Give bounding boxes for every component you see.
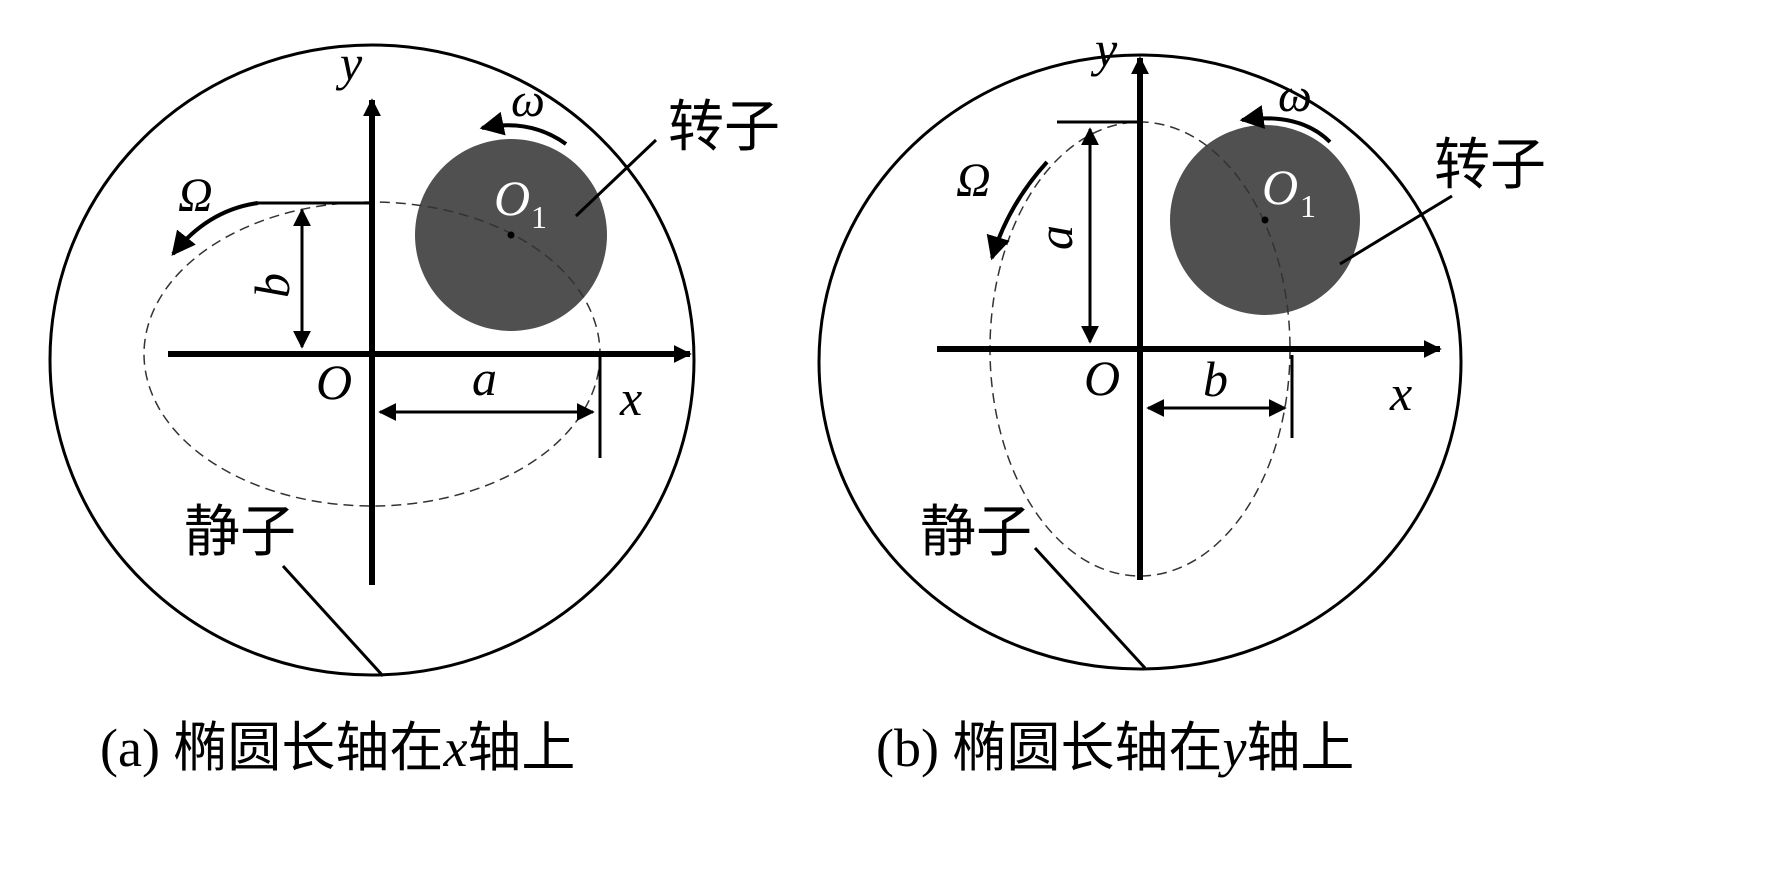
caption-axis: x [442,718,467,778]
stator-circle [48,43,696,677]
omega-arrow [479,111,568,146]
rotor-center-label: O [1262,159,1298,215]
caption-prefix: (a) 椭圆长轴在 [100,718,443,778]
panel-b: y x O b a O 1 ω Ω 转子 静子 (b) 椭圆长轴在y轴上 [817,21,1546,778]
y-axis-label: y [1090,21,1118,77]
caption-a: (a) 椭圆长轴在x轴上 [100,718,575,778]
rotor-center-subscript: 1 [1300,188,1316,224]
caption-suffix: 轴上 [1246,718,1354,778]
panel-a: y x O a b O 1 ω Ω 转子 静子 (a) 椭圆长轴在x轴上 [48,35,780,778]
big-omega-label: Ω [956,154,991,207]
big-omega-arrow [986,160,1049,261]
stator-leader [281,564,385,678]
rotor-center-dot [1261,216,1269,224]
rotor-label: 转子 [1434,133,1546,198]
minor-axis-label: b [244,273,300,298]
minor-axis-label: b [1203,351,1228,407]
origin-label: O [316,354,352,410]
rotor-center-subscript: 1 [531,199,547,235]
stator-leader [1033,546,1147,670]
big-omega-label: Ω [178,169,213,222]
rotor-leader [574,138,658,218]
rotor-center-dot [507,231,515,239]
omega-label: ω [1278,69,1312,122]
big-omega-arrow [171,201,259,256]
stator-label: 静子 [184,500,296,565]
origin-label: O [1084,350,1120,406]
rotor-center-label: O [494,170,530,226]
x-axis-label: x [1389,365,1412,421]
caption-prefix: (b) 椭圆长轴在 [876,718,1222,778]
rotor-leader [1339,194,1453,266]
caption-axis: y [1217,718,1246,778]
omega-arrow [1239,105,1332,144]
stator-circle [817,53,1463,671]
caption-suffix: 轴上 [467,718,575,778]
rotor-label: 转子 [668,95,780,160]
x-axis-label: x [619,370,642,426]
omega-label: ω [511,74,545,127]
major-axis-label: a [472,350,497,406]
caption-b: (b) 椭圆长轴在y轴上 [876,718,1354,778]
major-axis-label: a [1027,225,1083,250]
y-axis-label: y [335,35,363,91]
stator-label: 静子 [920,500,1032,565]
